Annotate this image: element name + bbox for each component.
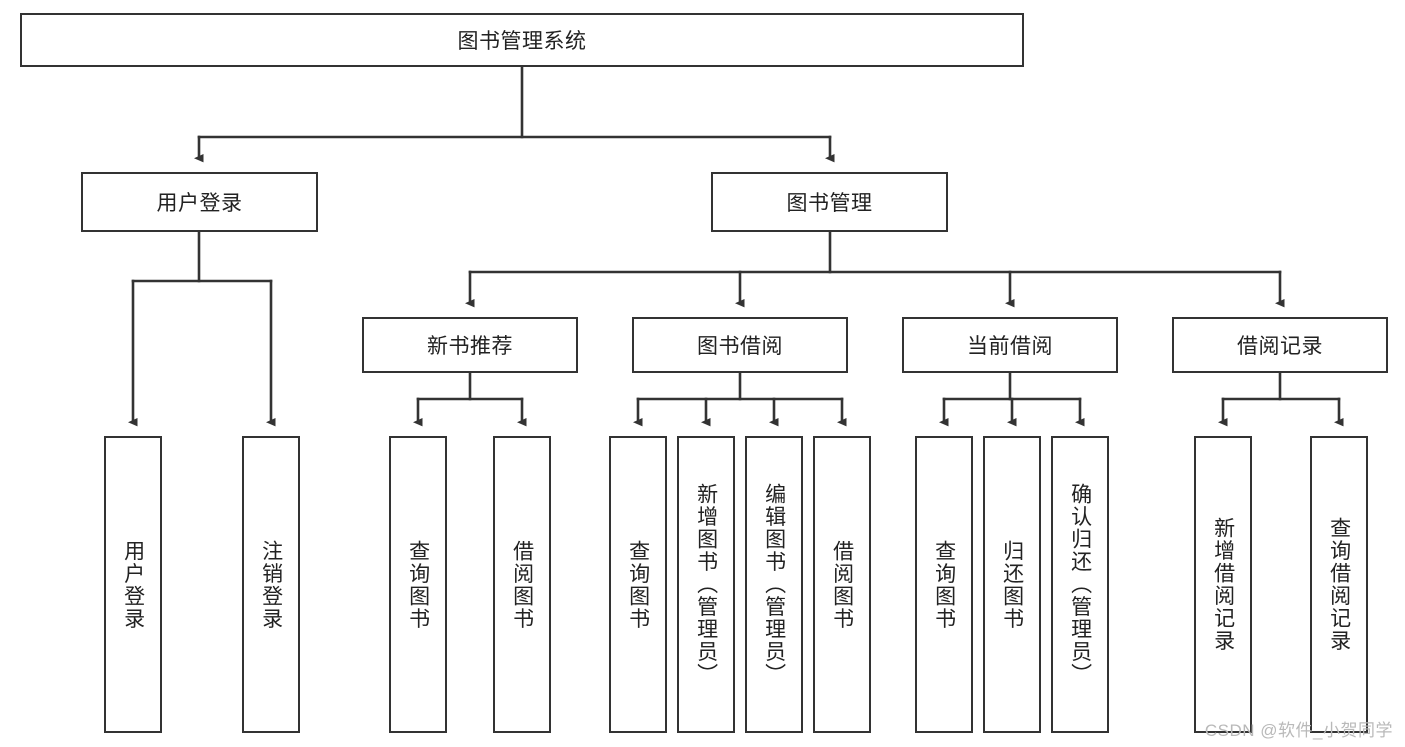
- node-label: 查询借阅记录: [1327, 517, 1351, 652]
- node-leaf-add-book[interactable]: 新增图书（管理员）: [677, 436, 735, 733]
- node-label: 确认归还（管理员）: [1068, 483, 1092, 686]
- csdn-watermark: CSDN @软件_小贺同学: [1204, 721, 1393, 740]
- node-root-system[interactable]: 图书管理系统: [20, 13, 1024, 67]
- node-book-manage[interactable]: 图书管理: [711, 172, 948, 232]
- node-leaf-return-book[interactable]: 归还图书: [983, 436, 1041, 733]
- node-user-login[interactable]: 用户登录: [81, 172, 318, 232]
- node-leaf-query-book-2[interactable]: 查询图书: [609, 436, 667, 733]
- node-label: 图书管理: [786, 192, 873, 215]
- node-leaf-borrow-book-2[interactable]: 借阅图书: [813, 436, 871, 733]
- node-label: 用户登录: [156, 192, 243, 215]
- node-label: 查询图书: [932, 539, 956, 630]
- node-book-borrow[interactable]: 图书借阅: [632, 317, 848, 373]
- node-leaf-borrow-book-1[interactable]: 借阅图书: [493, 436, 551, 733]
- node-leaf-edit-book[interactable]: 编辑图书（管理员）: [745, 436, 803, 733]
- node-leaf-logout[interactable]: 注销登录: [242, 436, 300, 733]
- node-label: 用户登录: [121, 539, 145, 630]
- node-leaf-confirm-return[interactable]: 确认归还（管理员）: [1051, 436, 1109, 733]
- node-label: 图书借阅: [697, 335, 783, 358]
- node-leaf-query-book-1[interactable]: 查询图书: [389, 436, 447, 733]
- node-leaf-query-record[interactable]: 查询借阅记录: [1310, 436, 1368, 733]
- node-label: 注销登录: [259, 539, 283, 630]
- node-label: 编辑图书（管理员）: [762, 483, 786, 686]
- node-label: 归还图书: [1000, 539, 1024, 630]
- node-label: 借阅图书: [830, 539, 854, 630]
- node-label: 图书管理系统: [457, 30, 587, 53]
- node-leaf-add-record[interactable]: 新增借阅记录: [1194, 436, 1252, 733]
- node-label: 当前借阅: [967, 335, 1053, 358]
- node-leaf-query-book-3[interactable]: 查询图书: [915, 436, 973, 733]
- node-label: 新增图书（管理员）: [694, 483, 718, 686]
- node-borrow-record[interactable]: 借阅记录: [1172, 317, 1388, 373]
- node-leaf-user-login[interactable]: 用户登录: [104, 436, 162, 733]
- node-label: 借阅记录: [1237, 335, 1323, 358]
- node-label: 新书推荐: [427, 335, 513, 358]
- node-label: 借阅图书: [510, 539, 534, 630]
- node-label: 新增借阅记录: [1211, 517, 1235, 652]
- node-current-borrow[interactable]: 当前借阅: [902, 317, 1118, 373]
- node-new-book-recommend[interactable]: 新书推荐: [362, 317, 578, 373]
- node-label: 查询图书: [626, 539, 650, 630]
- node-label: 查询图书: [406, 539, 430, 630]
